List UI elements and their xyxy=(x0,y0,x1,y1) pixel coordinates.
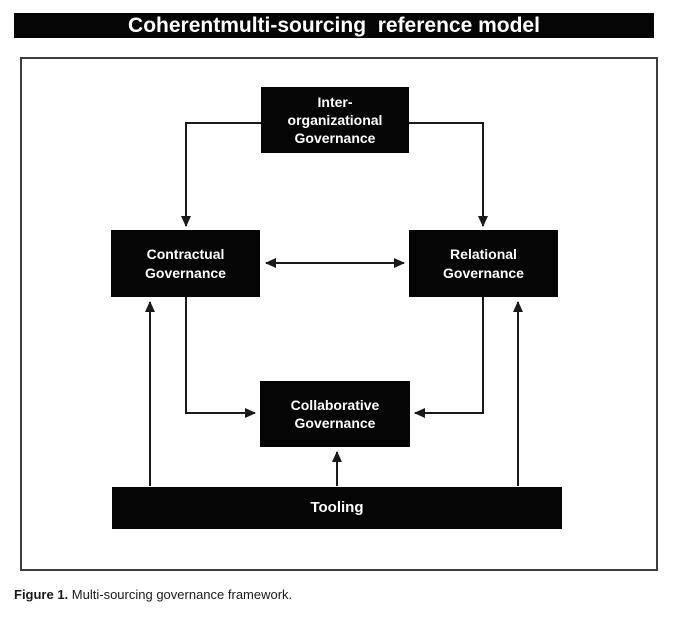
node-collaborative-governance: Collaborative Governance xyxy=(260,381,410,447)
figure-caption-text: Multi-sourcing governance framework. xyxy=(68,587,293,602)
node-contractual-governance: Contractual Governance xyxy=(111,230,260,297)
node-relational-governance: Relational Governance xyxy=(409,230,558,297)
figure-title: Coherentmulti-sourcing reference model xyxy=(128,13,540,37)
node-inter-organizational-governance: Inter- organizational Governance xyxy=(261,87,409,153)
node-tooling: Tooling xyxy=(112,487,562,529)
figure-caption: Figure 1. Multi-sourcing governance fram… xyxy=(14,587,292,602)
figure-caption-label: Figure 1. xyxy=(14,587,69,602)
figure-title-bar: Coherentmulti-sourcing reference model xyxy=(14,13,654,38)
